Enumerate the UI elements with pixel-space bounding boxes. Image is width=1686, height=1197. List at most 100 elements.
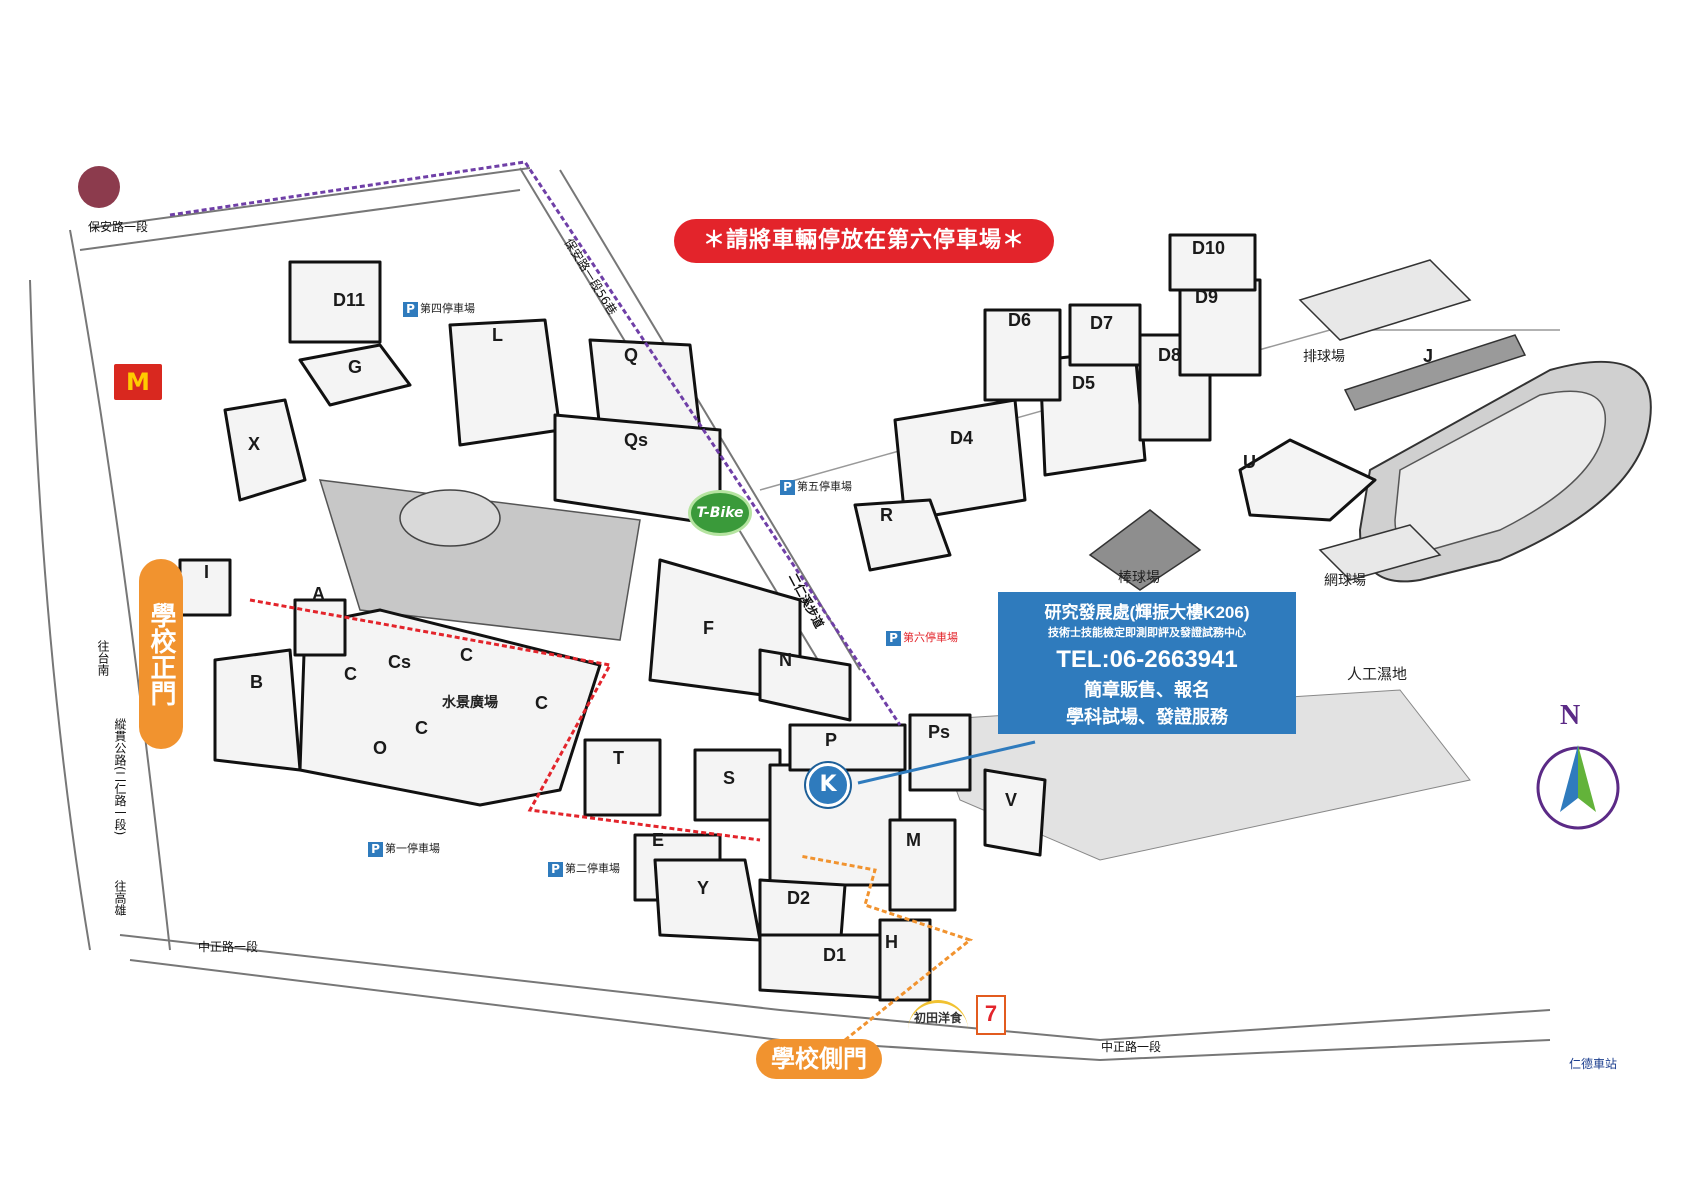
building-label-b: B [250,672,263,692]
parking-icon: P [368,841,383,857]
building-u-shape [1238,438,1377,522]
building-label-j: J [1423,346,1434,366]
building-label-d6: D6 [1008,310,1032,330]
parking-4-label: 第四停車場 [420,302,475,315]
compass-needle-left [1560,745,1578,812]
pointer-line [857,740,1036,785]
road-zhongzheng-left: 中正路一段 [198,940,259,954]
restaurant-logo-icon [78,166,120,208]
building-label-d4: D4 [950,428,974,448]
building-label-c4: C [415,718,428,738]
building-label-qs: Qs [624,430,649,450]
parking-5-label: 第五停車場 [797,480,852,493]
place-volleyball: 排球場 [1303,349,1345,365]
building-label-s: S [723,768,736,788]
building-label-d9: D9 [1195,287,1219,307]
building-label-d5: D5 [1072,373,1096,393]
compass-north-label: N [1560,700,1581,731]
info-line1: 簡章販售、報名 [1084,680,1210,700]
place-water-plaza: 水景廣場 [442,695,498,711]
building-d11-shape [288,260,382,344]
building-h-shape [878,918,932,1002]
building-d7-shape [1068,303,1142,367]
building-label-d1: D1 [823,945,847,965]
building-d9-shape [1178,278,1262,377]
building-m-shape [888,818,957,912]
parking-icon: P [886,630,901,646]
building-label-d8: D8 [1158,345,1182,365]
road-outline [79,189,521,251]
road-outline [29,279,91,951]
info-title: 研究發展處(輝振大樓K206) [1044,603,1250,622]
building-q-shape [588,338,702,432]
road-outline [89,167,531,229]
building-d10-shape [1168,233,1257,292]
building-label-d2: D2 [787,888,811,908]
building-label-r: R [880,505,893,525]
building-label-c2: C [460,645,473,665]
building-label-d10: D10 [1192,238,1226,258]
building-d6-shape [983,308,1062,402]
building-label-l: L [492,325,503,345]
info-box: 研究發展處(輝振大樓K206) 技術士技能檢定即測即評及發證試務中心 TEL:0… [998,592,1296,734]
road-baoan: 保安路一段 [88,220,149,234]
parking-icon: P [403,301,418,317]
building-p-shape [788,723,907,772]
info-subtitle: 技術士技能檢定即測即評及發證試務中心 [1048,627,1246,639]
building-label-v: V [1005,790,1018,810]
place-baseball: 棒球場 [1118,570,1160,586]
building-label-d11: D11 [333,290,366,310]
compass-needle-right [1578,745,1596,812]
tennis-courts [1318,524,1442,581]
building-j-shape [1343,334,1527,411]
parking-1-label: 第一停車場 [385,842,440,855]
building-label-n: N [779,650,792,670]
building-label-f: F [703,618,714,638]
mcdonalds-logo-icon: M [114,364,162,400]
road-to-kaohsiung: 往高雄 [113,880,127,916]
road-to-tainan: 往台南 [96,640,110,676]
building-label-u: U [1243,452,1256,472]
building-s-shape [693,748,782,822]
building-label-p: P [825,730,838,750]
road-zhongzheng-right: 中正路一段 [1101,1040,1162,1054]
road-outline [129,959,1551,1062]
building-label-a: A [312,584,325,604]
building-y-shape [653,858,762,942]
route-orange [799,854,974,1062]
parking-icon: P [548,861,563,877]
building-ps-shape [908,713,972,792]
building-label-d7: D7 [1090,313,1114,333]
road-station: 仁德車站 [1569,1057,1618,1071]
parking-2-label: 第二停車場 [565,862,620,875]
building-b-shape [213,648,302,772]
volleyball-courts [1298,259,1472,341]
parking-icon: P [780,479,795,495]
building-label-e: E [652,830,665,850]
main-gate-label: 學校正門 [139,559,183,749]
building-label-c3: C [535,693,548,713]
building-label-h: H [885,932,898,952]
seven-eleven-logo-icon: 7 [976,995,1006,1035]
building-r-shape [853,498,952,572]
building-label-t: T [613,748,624,768]
tbike-icon: T-Bike [688,490,752,536]
tian-restaurant-logo-icon: 初田洋食 [908,1000,968,1037]
road-outline [69,229,171,951]
building-label-c1: C [344,664,357,684]
building-n-shape [758,648,852,722]
route-red [249,598,761,842]
building-l-shape [448,318,562,447]
building-k-marker: K [806,763,850,807]
building-t-shape [583,738,662,817]
info-line2: 學科試場、發證服務 [1066,707,1228,727]
place-wetland: 人工濕地 [1347,665,1408,683]
road-highway: 縱貫公路(二仁路一段) [113,718,127,836]
place-tennis: 網球場 [1324,573,1366,589]
building-a-shape [293,598,347,657]
parking-notice: ＊請將車輛停放在第六停車場＊ [674,219,1054,263]
